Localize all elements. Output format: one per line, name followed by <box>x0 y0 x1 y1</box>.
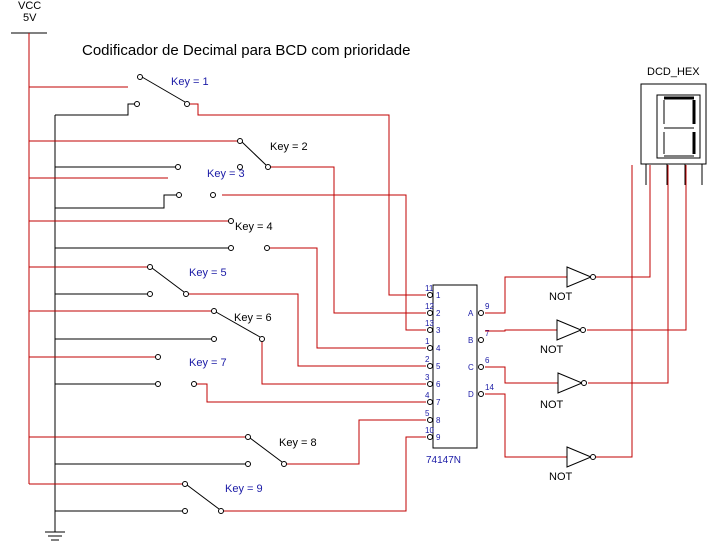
ic-input-pin <box>427 417 433 423</box>
ic-input-pin-number: 10 <box>425 426 434 435</box>
ic-input-pin <box>427 310 433 316</box>
not-gate-label: NOT <box>540 399 564 411</box>
ic-input-pin <box>427 327 433 333</box>
ic-input-pin <box>427 292 433 298</box>
not-gate-label: NOT <box>549 291 573 303</box>
switch-key-2[interactable] <box>237 138 271 170</box>
ic-input-label: 1 <box>436 291 441 300</box>
switch-key-5[interactable] <box>147 264 189 297</box>
ic-input-label: 9 <box>436 433 441 442</box>
switch-key-8[interactable] <box>245 434 287 467</box>
switch-key-1[interactable] <box>134 74 190 107</box>
ic-output-label: D <box>468 390 474 399</box>
ic-input-pin <box>427 345 433 351</box>
ic-output-pin-number: 6 <box>485 356 490 365</box>
vcc-source[interactable]: VCC 5V <box>11 0 47 484</box>
key-label-2: Key = 2 <box>270 141 308 153</box>
dcd-hex-display[interactable]: DCD_HEX <box>640 66 707 185</box>
ic-output-pin <box>478 364 484 370</box>
ic-input-pin-number: 5 <box>425 409 430 418</box>
not-gate-4[interactable]: NOT <box>549 446 596 483</box>
key-label-9: Key = 9 <box>225 483 263 495</box>
ic-body <box>432 284 478 449</box>
ic-input-label: 2 <box>436 309 441 318</box>
ic-output-pin-number: 7 <box>485 329 490 338</box>
ic-input-pin <box>427 434 433 440</box>
output-wiring <box>485 165 687 458</box>
ic-input-label: 3 <box>436 326 441 335</box>
not-gate-1[interactable]: NOT <box>549 266 596 303</box>
vcc-value: 5V <box>23 12 37 24</box>
ic-output-label: A <box>468 309 474 318</box>
switch-key-3[interactable] <box>175 164 216 198</box>
switch-key-6[interactable] <box>211 308 265 342</box>
ic-input-pin-number: 12 <box>425 302 434 311</box>
not-gate-label: NOT <box>540 344 564 356</box>
vcc-name: VCC <box>18 0 41 12</box>
key-label-7: Key = 7 <box>189 357 227 369</box>
ic-input-label: 5 <box>436 362 441 371</box>
switch-key-7[interactable] <box>155 354 197 387</box>
circuit-title: Codificador de Decimal para BCD com prio… <box>82 42 410 59</box>
ic-input-pin-number: 11 <box>425 284 434 293</box>
key-label-8: Key = 8 <box>279 437 317 449</box>
ic-input-label: 8 <box>436 416 441 425</box>
ic-input-pin-number: 2 <box>425 355 430 364</box>
switch-key-9[interactable] <box>182 481 224 514</box>
ic-input-pin-number: 4 <box>425 391 430 400</box>
ic-output-pin-number: 14 <box>485 383 494 392</box>
ic-output-pin <box>478 337 484 343</box>
ic-output-pin <box>478 391 484 397</box>
key-label-4: Key = 4 <box>235 221 273 233</box>
key-label-1: Key = 1 <box>171 76 209 88</box>
not-gate-3[interactable]: NOT <box>540 372 587 411</box>
key-label-5: Key = 5 <box>189 267 227 279</box>
key-label-3: Key = 3 <box>207 168 245 180</box>
ic-input-label: 7 <box>436 398 441 407</box>
switch-key-4[interactable] <box>228 218 270 251</box>
ic-name: 74147N <box>426 455 461 466</box>
ic-input-pin <box>427 381 433 387</box>
not-gate-label: NOT <box>549 471 573 483</box>
ground[interactable] <box>45 115 65 541</box>
switch-wiring <box>29 86 426 512</box>
ic-output-pin-number: 9 <box>485 302 490 311</box>
display-body <box>640 83 707 165</box>
ic-input-label: 4 <box>436 344 441 353</box>
ic-input-label: 6 <box>436 380 441 389</box>
ic-input-pin-number: 3 <box>425 373 430 382</box>
ic-input-pin <box>427 399 433 405</box>
display-name: DCD_HEX <box>647 66 700 78</box>
ic-input-pin-number: 13 <box>425 319 434 328</box>
ic-output-label: C <box>468 363 474 372</box>
ic-input-pin <box>427 363 433 369</box>
ic-output-label: B <box>468 336 473 345</box>
key-label-6: Key = 6 <box>234 312 272 324</box>
ic-output-pin <box>478 310 484 316</box>
ic-input-pin-number: 1 <box>425 337 430 346</box>
not-gate-2[interactable]: NOT <box>540 319 586 356</box>
